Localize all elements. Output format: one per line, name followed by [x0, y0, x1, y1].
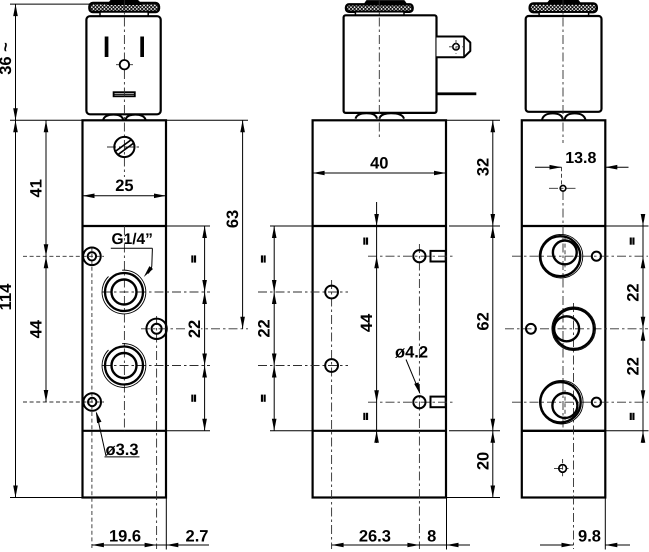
- svg-text:22: 22: [625, 357, 643, 375]
- svg-text:41: 41: [28, 179, 46, 197]
- svg-text:ø3.3: ø3.3: [105, 441, 138, 459]
- svg-text:44: 44: [28, 319, 46, 338]
- svg-text:44: 44: [358, 313, 376, 332]
- svg-text:G1/4”: G1/4”: [112, 231, 153, 248]
- svg-text:22: 22: [625, 283, 643, 301]
- svg-text:2.7: 2.7: [186, 527, 209, 545]
- svg-text:63: 63: [224, 210, 242, 228]
- svg-text:22: 22: [256, 319, 274, 337]
- svg-text:26.3: 26.3: [359, 527, 391, 545]
- svg-text:40: 40: [370, 154, 388, 172]
- svg-text:62: 62: [474, 312, 492, 330]
- svg-text:20: 20: [474, 452, 492, 470]
- svg-text:8: 8: [427, 527, 436, 545]
- svg-text:22: 22: [186, 320, 204, 338]
- svg-text:32: 32: [474, 158, 492, 176]
- svg-text:19.6: 19.6: [109, 527, 141, 545]
- svg-text:25: 25: [115, 177, 133, 195]
- svg-text:13.8: 13.8: [565, 150, 596, 167]
- svg-text:ø4.2: ø4.2: [395, 344, 428, 362]
- svg-text:114: 114: [0, 283, 15, 310]
- svg-text:36 ~: 36 ~: [0, 42, 15, 75]
- svg-text:9.8: 9.8: [578, 527, 601, 545]
